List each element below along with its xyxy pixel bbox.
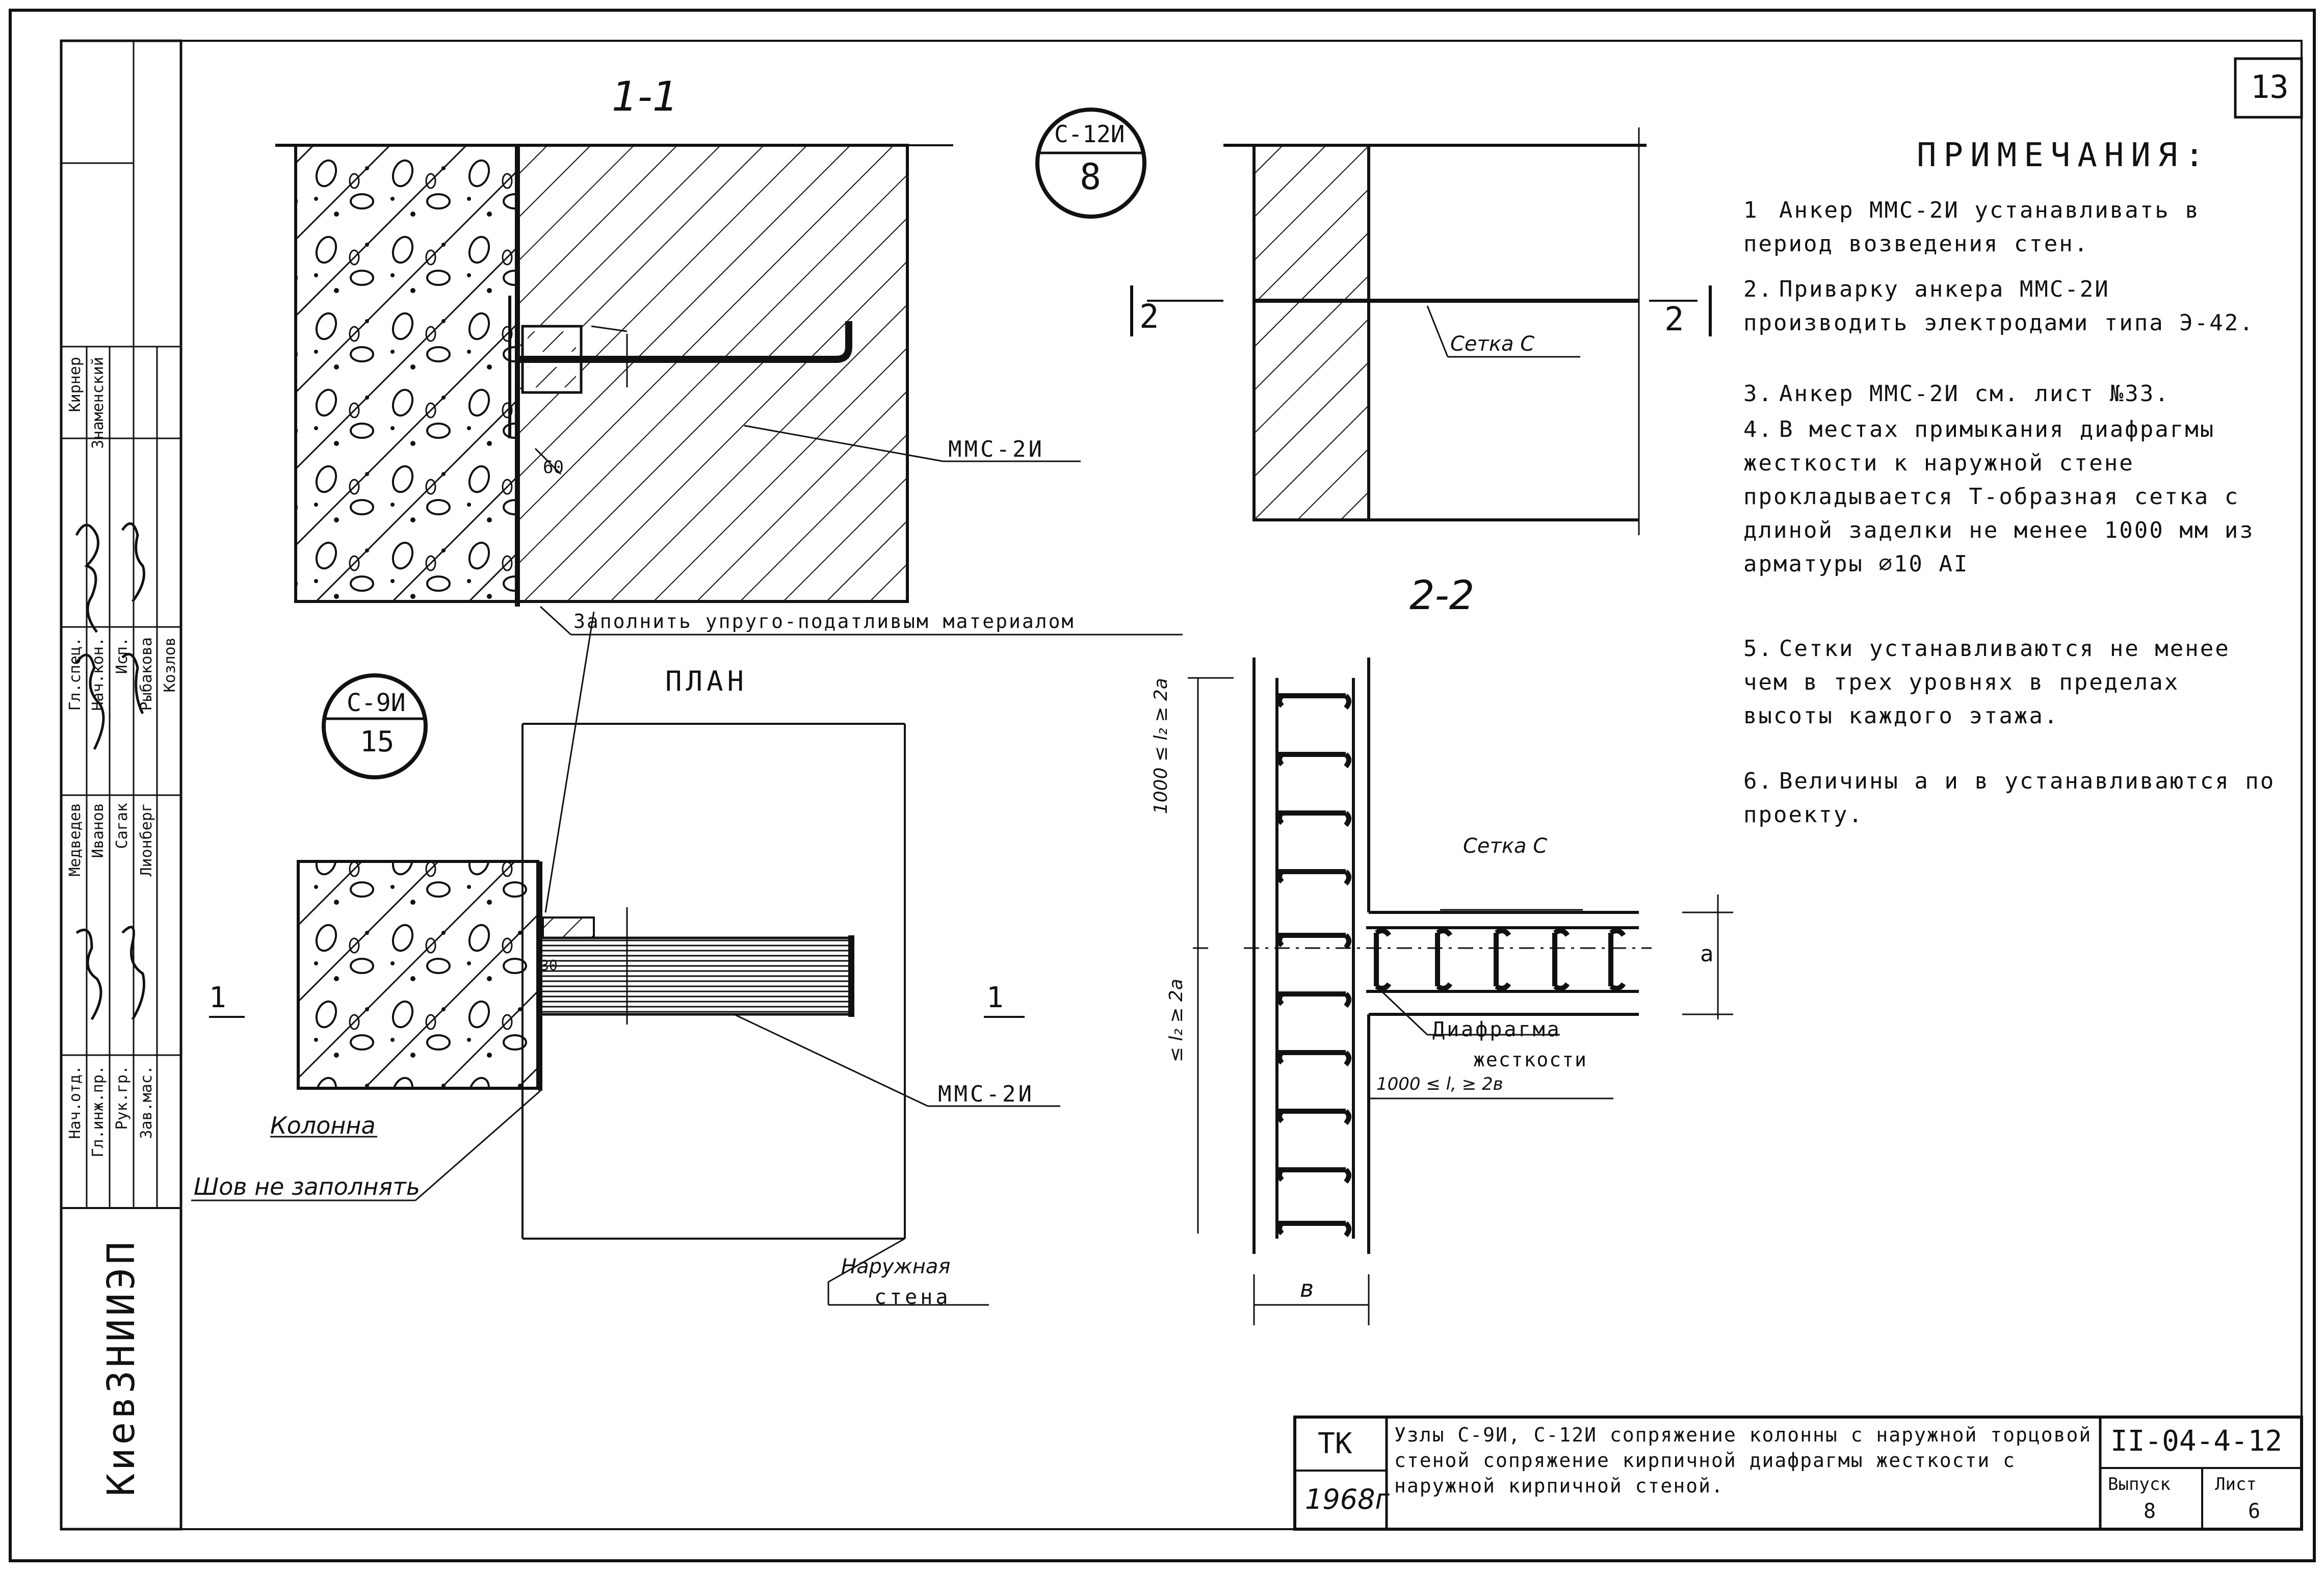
section-2-2 [1188, 658, 1733, 1325]
plan-label: ПЛАН [665, 665, 748, 697]
plan-view [191, 611, 1060, 1306]
diaphragm-label-2: жесткости [1473, 1048, 1587, 1071]
note-number: 3. [1743, 381, 1773, 407]
note-text: В местах примыкания диафрагмы жесткости … [1743, 416, 2255, 577]
title-description: Узлы С-9И, С-12И сопряжение колонны с на… [1394, 1424, 2092, 1497]
rebar-loop-vertical [1277, 1221, 1351, 1238]
dim-a: а [1700, 941, 1714, 967]
fill-note: Заполнить упруго-податливым материалом [573, 610, 1075, 633]
wall-section-top [1130, 127, 1712, 535]
note-number: 1 [1743, 197, 1759, 223]
title-code: II-04-4-12 [2110, 1425, 2283, 1458]
rebar-loop-vertical [1277, 810, 1351, 827]
cut-mark-1-right: 1 [986, 981, 1004, 1014]
dim-small-30: 30 [540, 957, 558, 974]
dim-vertical-lower: ≤ l₂ ≥ 2а [1166, 979, 1187, 1063]
title-block-frame [1293, 1415, 2303, 1531]
diaphragm-label-1: Диафрагма [1432, 1018, 1561, 1041]
sidebar-role-0: Нач.отд. [66, 1065, 84, 1139]
note-text: Величины а и в устанавливаются по проект… [1743, 768, 2276, 828]
rebar-loop-horizontal [1608, 928, 1626, 991]
rebar-loop-vertical [1277, 991, 1351, 1008]
signatures [75, 522, 145, 1020]
sidebar-role-1: Гл.инж.пр. [89, 1065, 107, 1158]
seam-note: Шов не заполнять [194, 1173, 420, 1200]
sidebar-frame [60, 39, 182, 1531]
outer-wall-label-1: Наружная [841, 1255, 951, 1278]
notes-title: ПРИМЕЧАНИЯ: [1917, 137, 2211, 174]
note-number: 2. [1743, 276, 1773, 302]
sidebar-name-0: Медведев [66, 803, 84, 877]
rebar-loop-vertical [1277, 1050, 1351, 1067]
cut-mark-2-right: 2 [1664, 301, 1684, 338]
note-number: 5. [1743, 636, 1773, 662]
title-sheet-label: Лист [2215, 1474, 2257, 1495]
node-marker-c12 [1035, 108, 1146, 219]
title-series: ТК [1318, 1427, 1352, 1460]
rebar-loop-vertical [1277, 693, 1351, 710]
title-issue-label: Выпуск [2108, 1474, 2171, 1495]
section-1-1 [275, 144, 1183, 636]
sidebar-name-2: Сагак [113, 803, 131, 849]
rebar-loop-vertical [1277, 752, 1351, 769]
sidebar-role-6: Исп. [113, 637, 131, 674]
sidebar-name-4: Рыбакова [138, 637, 155, 711]
node-marker-c9 [322, 673, 428, 779]
node-left-code: С-9И [347, 689, 406, 717]
node-top-number: 8 [1080, 156, 1102, 198]
dim-horiz: 1000 ≤ l, ≥ 2в [1376, 1074, 1503, 1094]
rebar-loop-vertical [1277, 869, 1351, 886]
sidebar-name-1: Иванов [89, 803, 107, 858]
note-item: 2.Приварку анкера ММС-2И производить эле… [1743, 273, 2284, 340]
rebar-loop-vertical [1277, 1167, 1351, 1184]
dim-60: 60 [543, 457, 564, 478]
outer-wall-label-2: стена [874, 1286, 951, 1309]
dim-b: в [1300, 1275, 1314, 1302]
sidebar-role-3: Зав.мас. [138, 1065, 155, 1139]
rebar-loop-horizontal [1374, 928, 1392, 991]
note-text: Анкер ММС-2И см. лист №33. [1779, 381, 2170, 407]
sidebar-org: КиевЗНИИЭП [99, 1239, 143, 1497]
note-item: 4.В местах примыкания диафрагмы жесткост… [1743, 413, 2284, 581]
rebar-loop-horizontal [1494, 928, 1511, 991]
rebar-loop-horizontal [1435, 928, 1453, 991]
note-number: 4. [1743, 416, 1773, 442]
note-item: 3.Анкер ММС-2И см. лист №33. [1743, 377, 2284, 411]
sidebar-role-2: Рук.гр. [113, 1065, 131, 1130]
rebar-loop-vertical [1277, 1109, 1351, 1125]
section-1-1-label: 1-1 [612, 73, 678, 120]
sheet-number: 13 [2251, 68, 2289, 106]
sidebar-name-7: Знаменский [89, 357, 107, 449]
node-top-code: С-12И [1054, 120, 1125, 148]
note-item: 5.Сетки устанавливаются не менее чем в т… [1743, 632, 2284, 733]
sidebar-role-4: Гл.спец. [66, 637, 84, 711]
note-text: Анкер ММС-2И устанавливать в период возв… [1743, 197, 2200, 257]
title-sheet: 6 [2248, 1500, 2261, 1523]
sidebar-name-6: Кирнер [66, 357, 84, 412]
rebar-loop-horizontal [1552, 928, 1570, 991]
note-number: 6. [1743, 768, 1773, 794]
section-2-2-label: 2-2 [1409, 573, 1475, 619]
sidebar-name-3: Лионберг [138, 803, 155, 877]
title-issue: 8 [2144, 1500, 2156, 1523]
sidebar-name-5: Козлов [161, 637, 179, 693]
note-item: 6.Величины а и в устанавливаются по прое… [1743, 765, 2284, 832]
dim-vertical-upper: 1000 ≤ l₂ ≥ 2а [1151, 678, 1171, 815]
rebar-loop-vertical [1277, 933, 1351, 950]
mesh-label-top: Сетка С [1450, 332, 1535, 356]
sidebar-role-5: Нач.кон. [89, 637, 107, 711]
mesh-label-22: Сетка С [1463, 834, 1548, 858]
anchor-label-plan: ММС-2И [938, 1081, 1034, 1107]
anchor-label-top: ММС-2И [948, 436, 1045, 462]
title-year: 1968г [1305, 1483, 1390, 1515]
note-text: Сетки устанавливаются не менее чем в тре… [1743, 636, 2230, 729]
cut-mark-2-left: 2 [1139, 298, 1159, 336]
column-label: Колонна [270, 1112, 376, 1139]
node-left-number: 15 [360, 725, 395, 758]
cut-mark-1-left: 1 [209, 981, 226, 1014]
note-text: Приварку анкера ММС-2И производить элект… [1743, 276, 2255, 336]
